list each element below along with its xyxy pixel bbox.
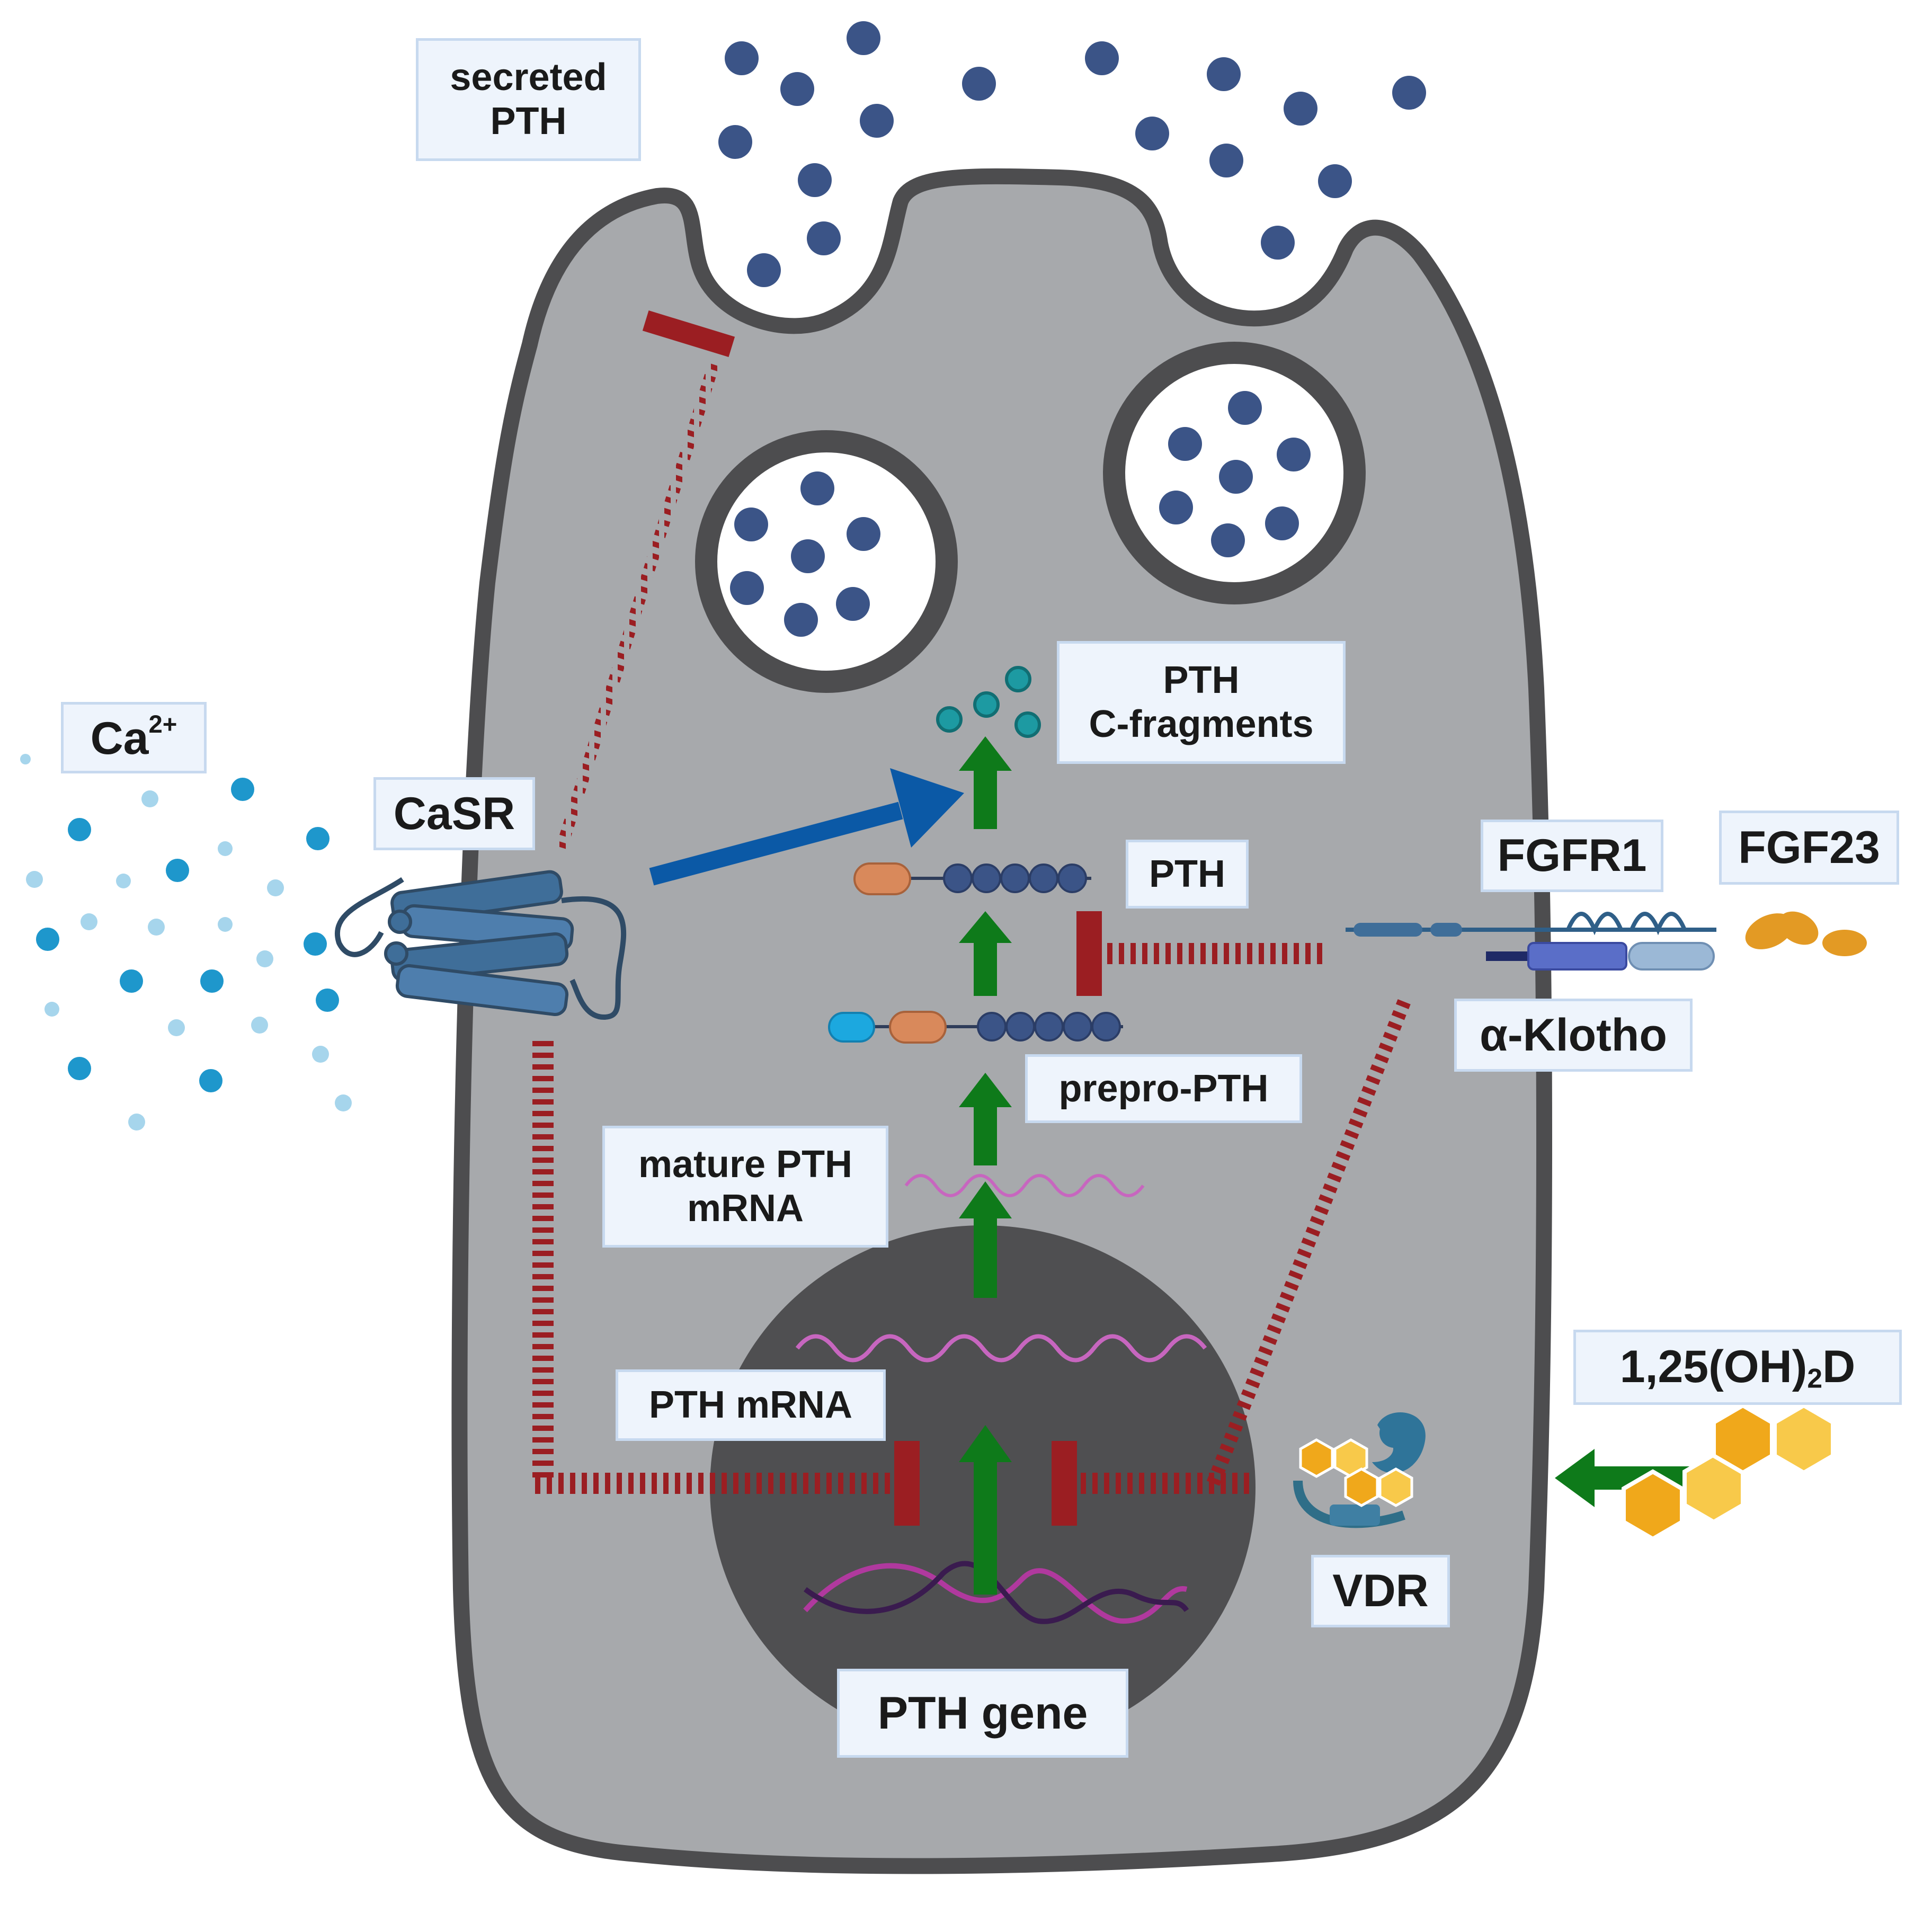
- pth-c-fragments: [936, 666, 1041, 738]
- label-pth-gene: PTH gene: [837, 1669, 1128, 1758]
- mature-mrna-strand: [904, 1174, 1145, 1197]
- casr-receptor: [335, 870, 627, 1020]
- label-secreted-pth-line1: secreted: [450, 56, 607, 99]
- secretory-vesicle-left: [695, 430, 958, 693]
- pth-mrna-strand: [795, 1334, 1207, 1363]
- label-secreted-pth-line2: PTH: [490, 100, 567, 143]
- label-vitamin-d: 1,25(OH)2D: [1573, 1330, 1902, 1405]
- casr-degradation-arrow: [649, 768, 964, 886]
- label-pth: PTH: [1126, 840, 1249, 909]
- inhibition-lines: [532, 310, 1413, 1526]
- mature-pth-protein: [853, 862, 1091, 895]
- label-fgfr1: FGFR1: [1481, 820, 1663, 892]
- label-calcium-text: Ca2+: [90, 710, 177, 764]
- pth-gene-dna: [803, 1561, 1189, 1624]
- label-secreted-pth: secreted PTH: [416, 38, 641, 161]
- label-mature-pth-mrna-line1: mature PTH: [638, 1143, 853, 1186]
- label-mature-pth-mrna-line2: mRNA: [687, 1187, 804, 1230]
- prepro-pth-protein: [828, 1011, 1123, 1044]
- fgfr1-klotho-complex: [1346, 912, 1716, 971]
- label-vitamin-d-text: 1,25(OH)2D: [1619, 1341, 1856, 1393]
- fgf23-ligand: [1745, 911, 1867, 956]
- label-fgf23: FGF23: [1719, 811, 1899, 885]
- label-a-klotho: α-Klotho: [1454, 999, 1693, 1072]
- vdr-complex: [1293, 1412, 1426, 1528]
- label-pth-c-fragments: PTH C-fragments: [1057, 641, 1346, 764]
- label-prepro-pth: prepro-PTH: [1025, 1054, 1302, 1123]
- label-pth-mrna: PTH mRNA: [616, 1369, 886, 1441]
- label-mature-pth-mrna: mature PTH mRNA: [602, 1126, 888, 1248]
- label-calcium: Ca2+: [61, 702, 207, 773]
- label-pth-c-fragments-line2: C-fragments: [1089, 703, 1314, 745]
- secreted-pth-granules: [718, 21, 1426, 287]
- label-pth-c-fragments-line1: PTH: [1163, 659, 1240, 702]
- label-vdr: VDR: [1311, 1555, 1450, 1627]
- calcium-ions: [20, 754, 352, 1130]
- secretory-vesicle-right: [1103, 342, 1366, 604]
- vitamin-d-molecule: [1622, 1403, 1835, 1542]
- label-casr: CaSR: [373, 777, 535, 850]
